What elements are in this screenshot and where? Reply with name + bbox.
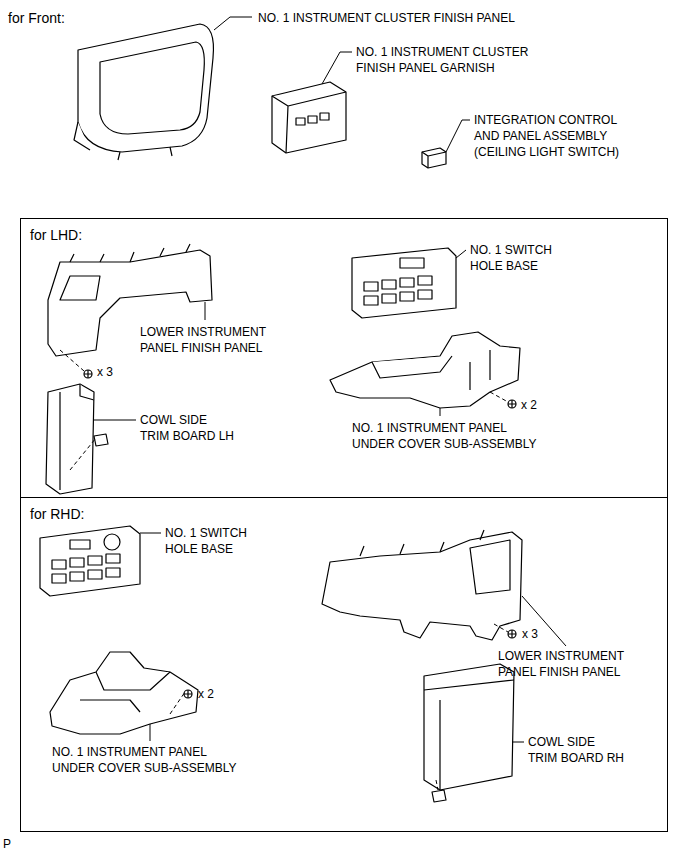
section-heading: for Front: [8, 10, 65, 27]
part-name: LOWER INSTRUMENT PANEL FINISH PANEL [498, 648, 640, 680]
part-name: COWL SIDE TRIM BOARD LH [140, 412, 239, 444]
part-name: NO. 1 SWITCH HOLE BASE [470, 242, 570, 274]
part-name: NO. 1 SWITCH HOLE BASE [165, 525, 265, 557]
variant-frame: for RHD: [20, 497, 668, 832]
variant-frame: for LHD: [20, 218, 668, 498]
part-name: x 3 [522, 626, 562, 642]
frame-heading: for RHD: [30, 506, 84, 523]
part-name: P [3, 836, 23, 852]
part-name: NO. 1 INSTRUMENT CLUSTER FINISH PANEL GA… [356, 44, 546, 76]
part-name: NO. 1 INSTRUMENT PANEL UNDER COVER SUB-A… [52, 744, 246, 776]
part-name: x 3 [97, 364, 137, 380]
part-name: NO. 1 INSTRUMENT PANEL UNDER COVER SUB-A… [352, 420, 546, 452]
part-name: x 2 [521, 397, 561, 413]
part-name: LOWER INSTRUMENT PANEL FINISH PANEL [140, 324, 282, 356]
frame-heading: for LHD: [30, 227, 82, 244]
part-name: x 2 [198, 686, 238, 702]
part-name: COWL SIDE TRIM BOARD RH [528, 734, 627, 766]
part-name: INTEGRATION CONTROL AND PANEL ASSEMBLY (… [474, 112, 642, 160]
part-name: NO. 1 INSTRUMENT CLUSTER FINISH PANEL [258, 10, 618, 26]
